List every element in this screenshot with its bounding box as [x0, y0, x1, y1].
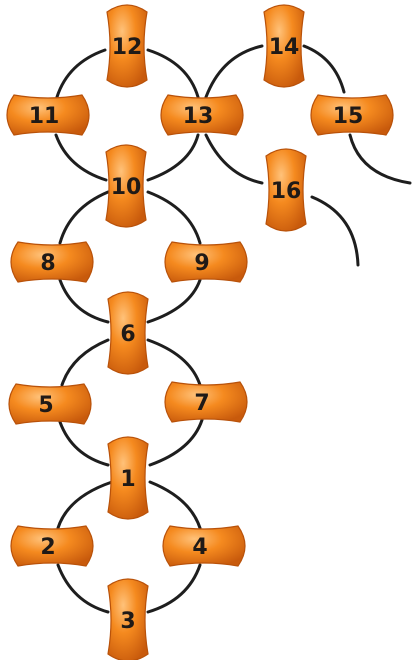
thread-9-10	[148, 192, 200, 243]
bead-12: 12	[107, 5, 147, 87]
bead-3: 3	[108, 579, 148, 660]
bead-11-label: 11	[29, 104, 60, 129]
thread-4-1	[150, 482, 200, 528]
bead-15-label: 15	[333, 104, 364, 129]
thread-15-tail	[350, 135, 410, 183]
thread-1-7	[150, 420, 202, 465]
bead-16: 16	[266, 149, 306, 231]
bead-10-label: 10	[111, 175, 142, 200]
bead-11: 11	[7, 95, 89, 135]
bead-5-label: 5	[38, 393, 53, 418]
bead-9-label: 9	[194, 251, 209, 276]
beads: 1 2 3 4 5 6 7	[7, 5, 393, 660]
bead-12-label: 12	[112, 35, 143, 60]
bead-8-label: 8	[40, 251, 55, 276]
bead-1-label: 1	[120, 467, 135, 492]
thread-13-16	[206, 135, 262, 183]
bead-13-label: 13	[183, 104, 214, 129]
bead-2: 2	[11, 526, 93, 566]
bead-14: 14	[264, 5, 304, 87]
bead-7: 7	[165, 382, 247, 422]
thread-11-10	[56, 135, 106, 180]
bead-2-label: 2	[40, 535, 55, 560]
bead-15: 15	[311, 95, 393, 135]
bead-9: 9	[165, 242, 247, 282]
thread-7-6	[148, 340, 200, 385]
bead-6: 6	[108, 292, 148, 374]
bead-6-label: 6	[120, 322, 135, 347]
bead-16-label: 16	[271, 179, 302, 204]
thread-10-13	[148, 135, 198, 180]
thread-5-1	[60, 422, 108, 465]
thread-6-9	[148, 280, 200, 322]
thread-14-15	[304, 46, 344, 92]
thread-13-14	[206, 46, 262, 97]
bead-14-label: 14	[269, 35, 300, 60]
bead-10: 10	[106, 145, 146, 227]
bead-13: 13	[161, 95, 243, 135]
bead-4: 4	[163, 526, 245, 566]
thread-3-4	[148, 565, 200, 612]
bead-7-label: 7	[194, 391, 209, 416]
thread-16-tail	[312, 197, 358, 265]
thread-8-6	[60, 280, 108, 322]
thread-2-3	[58, 565, 108, 612]
bead-3-label: 3	[120, 609, 135, 634]
bead-4-label: 4	[192, 535, 207, 560]
thread-1-2	[58, 482, 112, 528]
thread-6-5	[62, 340, 108, 385]
thread-12-11	[57, 50, 105, 97]
bead-1: 1	[108, 437, 148, 519]
bead-8: 8	[11, 242, 93, 282]
thread-13-12	[148, 50, 198, 97]
thread-10-8	[60, 192, 108, 243]
bead-5: 5	[9, 384, 91, 424]
